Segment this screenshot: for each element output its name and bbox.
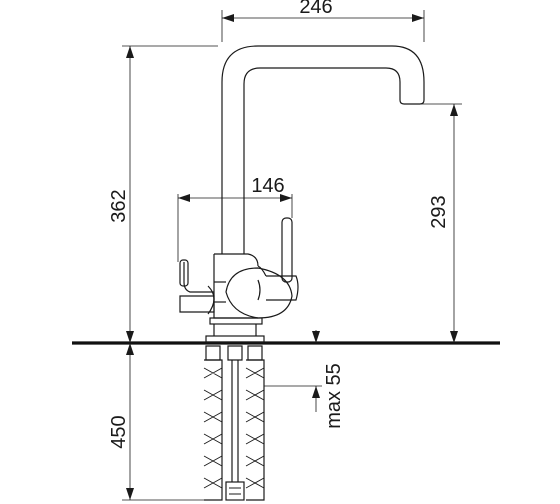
faucet-body bbox=[205, 253, 293, 343]
label-spout-height: 293 bbox=[428, 195, 450, 228]
dimension-handle-span: 146 bbox=[177, 175, 293, 262]
faucet-spout bbox=[221, 45, 425, 254]
label-hose-length: 450 bbox=[108, 415, 130, 448]
label-spout-reach: 246 bbox=[299, 0, 332, 18]
left-handle bbox=[179, 259, 215, 315]
supply-hoses bbox=[203, 345, 265, 501]
dimension-spout-reach: 246 bbox=[221, 0, 425, 42]
dimension-spout-height: 293 bbox=[404, 103, 462, 343]
dimension-total-height: 362 bbox=[108, 45, 218, 343]
label-handle-span: 146 bbox=[251, 175, 284, 197]
label-max-countertop: max 55 bbox=[323, 363, 345, 429]
dimension-hose-length: 450 bbox=[108, 343, 206, 501]
right-handle bbox=[257, 217, 299, 301]
label-total-height: 362 bbox=[108, 189, 130, 222]
dimension-max-countertop: max 55 bbox=[264, 330, 345, 429]
